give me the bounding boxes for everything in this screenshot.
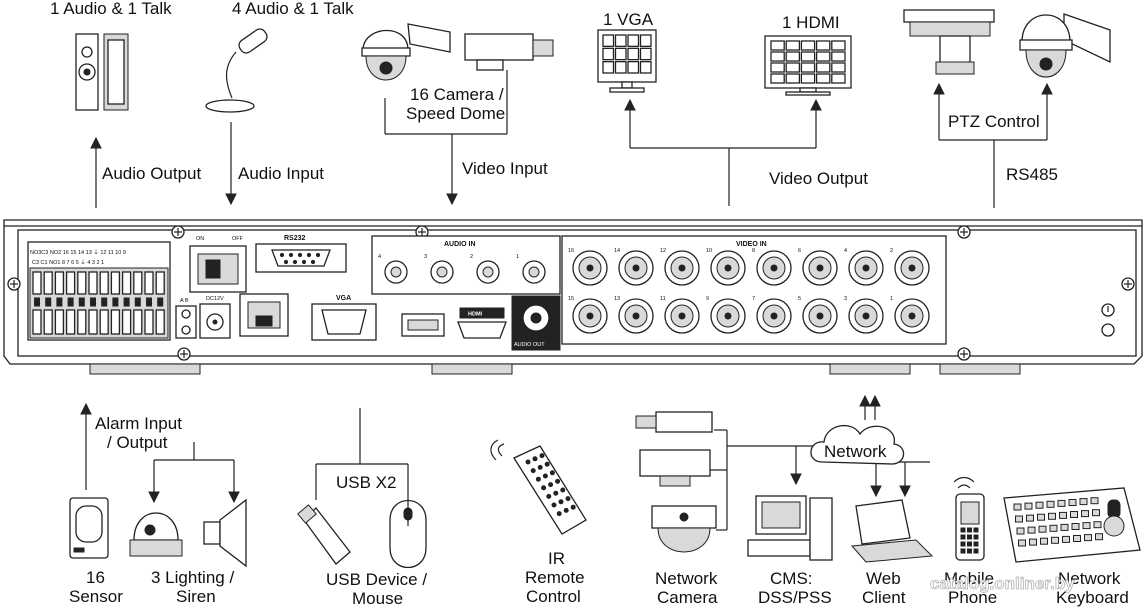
audio-output-label: Audio Output bbox=[102, 164, 202, 183]
hdmi-port-label: HDMI bbox=[468, 312, 483, 318]
video-in-channel-label: 13 bbox=[614, 296, 620, 302]
hdmi-label: 1 HDMI bbox=[782, 13, 840, 32]
video-in-channel-label: 5 bbox=[798, 296, 801, 302]
phone-label-2: Phone bbox=[948, 588, 997, 607]
camera-label-1: 16 Camera / bbox=[410, 85, 504, 104]
cms-computer-icon bbox=[747, 495, 833, 561]
alarm-top-labels: NO3C3 NO2 16 15 14 13 ⏚ 12 11 10 9 bbox=[30, 249, 126, 256]
mouse-icon bbox=[389, 499, 427, 569]
video-in-channel-label: 6 bbox=[798, 248, 801, 254]
vga-monitor-icon bbox=[597, 29, 657, 93]
box-camera-icon bbox=[464, 33, 554, 71]
rs485-ab-label: A B bbox=[180, 298, 189, 304]
video-in-channel-label: 8 bbox=[752, 248, 755, 254]
video-output-label: Video Output bbox=[769, 169, 868, 188]
speaker-icon bbox=[75, 33, 129, 111]
watermark: catalog.onliner.by bbox=[930, 574, 1075, 593]
audio-input-label: Audio Input bbox=[238, 164, 324, 183]
ir-label-3: Control bbox=[526, 587, 581, 606]
lighting-label-2: Siren bbox=[176, 587, 216, 606]
rs485-label: RS485 bbox=[1006, 165, 1058, 184]
hdmi-port[interactable] bbox=[457, 321, 507, 339]
usb-device-label-1: USB Device / bbox=[326, 570, 427, 589]
audio-in-label: AUDIO IN bbox=[444, 241, 476, 248]
box-camera-network-icon bbox=[635, 411, 713, 433]
web-client-laptop-icon bbox=[850, 499, 934, 563]
switch-on-label: ON bbox=[196, 236, 204, 242]
alarm-label-2: / Output bbox=[107, 433, 168, 452]
video-in-channel-label: 1 bbox=[890, 296, 893, 302]
cms-label-1: CMS: bbox=[770, 569, 813, 588]
video-in-channel-label: 10 bbox=[706, 248, 712, 254]
web-label-2: Client bbox=[862, 588, 906, 607]
netcam-label-2: Camera bbox=[657, 588, 718, 607]
mobile-phone-icon bbox=[953, 476, 985, 561]
keyboard-label-2: Keyboard bbox=[1056, 588, 1129, 607]
dome-camera-network-icon bbox=[639, 449, 711, 487]
audio-in-channel-label: 4 bbox=[378, 254, 381, 260]
lighting-icon bbox=[129, 512, 183, 557]
video-in-channel-label: 14 bbox=[614, 248, 620, 254]
audio-talk-4-label: 4 Audio & 1 Talk bbox=[232, 0, 354, 18]
network-camera-icon bbox=[651, 505, 717, 553]
ir-remote-icon bbox=[490, 439, 587, 535]
usb-device-label-2: Mouse bbox=[352, 589, 403, 608]
ptz-dome-icon bbox=[1019, 13, 1111, 78]
video-in-channel-label: 12 bbox=[660, 248, 666, 254]
alarm-bottom-labels: C3 C1 NO1 8 7 6 5 ⏚ 4 3 2 1 bbox=[32, 259, 104, 266]
sensor-label-1: 16 bbox=[86, 568, 105, 587]
microphone-icon bbox=[205, 28, 268, 113]
bottom-connectors bbox=[80, 394, 930, 531]
audio-talk-1-label: 1 Audio & 1 Talk bbox=[50, 0, 172, 18]
video-in-channel-label: 2 bbox=[890, 248, 893, 254]
video-in-channel-label: 3 bbox=[844, 296, 847, 302]
camera-label-2: Speed Dome bbox=[406, 104, 505, 123]
top-connectors bbox=[90, 70, 1053, 208]
rs232-port[interactable] bbox=[271, 249, 331, 267]
netcam-label-1: Network bbox=[655, 569, 718, 588]
audio-in-channel-label: 3 bbox=[424, 254, 427, 260]
switch-off-label: OFF bbox=[232, 236, 244, 242]
video-in-channel-label: 16 bbox=[568, 248, 574, 254]
audio-in-channel-label: 1 bbox=[516, 254, 519, 260]
vga-label: 1 VGA bbox=[603, 10, 654, 29]
vga-port[interactable] bbox=[321, 309, 367, 335]
alarm-label-1: Alarm Input bbox=[95, 414, 182, 433]
usb-stick-icon bbox=[297, 504, 351, 565]
phone-label-1: Mobile bbox=[944, 569, 994, 588]
video-in-channel-label: 4 bbox=[844, 248, 847, 254]
audio-in-channel-label: 2 bbox=[470, 254, 473, 260]
video-input-label: Video Input bbox=[462, 159, 548, 178]
siren-icon bbox=[203, 498, 247, 568]
ptz-control-label: PTZ Control bbox=[948, 112, 1040, 131]
network-keyboard-icon bbox=[1003, 487, 1141, 563]
audio-out-label: AUDIO OUT bbox=[514, 342, 545, 348]
dvr-rear-panel: NO3C3 NO2 16 15 14 13 ⏚ 12 11 10 9 C3 C1… bbox=[3, 219, 1143, 375]
ir-label-2: Remote bbox=[525, 568, 585, 587]
video-in-channel-label: 7 bbox=[752, 296, 755, 302]
sensor-label-2: Sensor bbox=[69, 587, 123, 606]
web-label-1: Web bbox=[866, 569, 901, 588]
network-cloud-label: Network bbox=[824, 442, 887, 461]
keyboard-label-1: Network bbox=[1058, 569, 1121, 588]
ir-label-1: IR bbox=[548, 549, 565, 568]
lighting-label-1: 3 Lighting / bbox=[151, 568, 234, 587]
usb-x2-label: USB X2 bbox=[336, 473, 396, 492]
vga-port-label: VGA bbox=[336, 295, 351, 302]
sensor-icon bbox=[69, 497, 109, 559]
hdmi-monitor-icon bbox=[764, 35, 852, 96]
rs232-label: RS232 bbox=[284, 235, 306, 242]
cms-label-2: DSS/PSS bbox=[758, 588, 832, 607]
network-cloud-icon bbox=[810, 424, 905, 465]
video-in-channel-label: 15 bbox=[568, 296, 574, 302]
video-in-channel-label: 11 bbox=[660, 296, 666, 302]
video-in-label: VIDEO IN bbox=[736, 241, 767, 248]
dc12v-label: DC12V bbox=[206, 296, 224, 302]
ptz-camera-icon bbox=[903, 9, 995, 75]
speed-dome-camera-icon bbox=[361, 23, 451, 81]
video-in-channel-label: 9 bbox=[706, 296, 709, 302]
